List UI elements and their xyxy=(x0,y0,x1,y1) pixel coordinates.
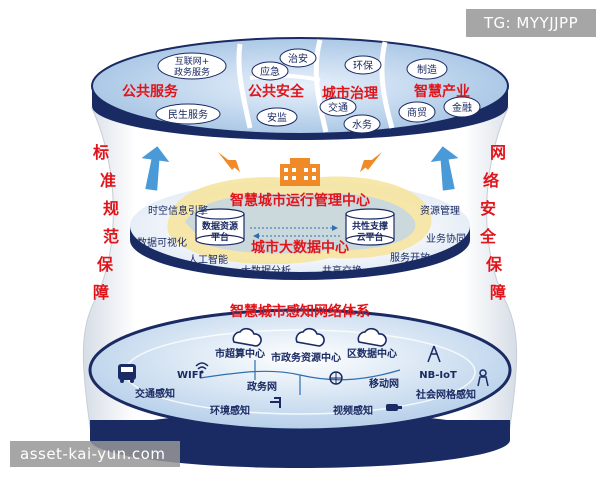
pillar-char: 络 xyxy=(483,171,499,190)
item-bubble-label: 制造 xyxy=(417,63,437,76)
pillar-char: 障 xyxy=(93,283,109,302)
network-links xyxy=(199,360,401,395)
wifi-icon xyxy=(195,362,209,374)
platform-line: 共性支撑 xyxy=(352,220,388,232)
capability-label: 大数据分析 xyxy=(241,264,291,277)
top-layer: 公共服务 公共安全 城市治理 智慧产业 互联网+ 政务服务 民生服务 治安 应急… xyxy=(91,37,509,140)
antenna-icon xyxy=(427,345,441,363)
item-bubble: 治安 xyxy=(279,48,317,68)
common-support-cloud-platform: 共性支撑 云平台 xyxy=(345,208,395,246)
item-bubble-label: 金融 xyxy=(452,101,472,114)
section-title-public-service: 公共服务 xyxy=(122,83,179,100)
cloud-icon xyxy=(357,327,387,347)
right-pillar-network-security: 网 络 安 全 保 障 xyxy=(479,143,506,302)
pillar-char: 安 xyxy=(480,199,496,218)
capability-label: 数据可视化 xyxy=(137,236,187,249)
network-label: NB-IoT xyxy=(419,370,457,381)
pillar-char: 全 xyxy=(479,227,497,246)
capability-label: 人工智能 xyxy=(188,253,228,266)
center-label: 市政务资源中心 xyxy=(271,351,341,364)
capability-label: 共享交换 xyxy=(322,264,362,277)
network-label: 政务网 xyxy=(247,380,277,393)
item-bubble-label: 商贸 xyxy=(407,106,427,119)
operation-center-title: 智慧城市运行管理中心 xyxy=(229,192,370,209)
pillar-char: 准 xyxy=(100,171,116,190)
middle-layer: 智慧城市运行管理中心 城市大数据中心 数据资源 平台 共性支撑 云平台 xyxy=(130,158,470,280)
item-bubble: 应急 xyxy=(251,61,289,81)
blue-up-arrow-icon xyxy=(141,146,459,191)
item-bubble-line: 互联网+ xyxy=(175,56,210,67)
item-bubble-label: 安监 xyxy=(267,111,287,124)
item-bubble: 互联网+ 政务服务 xyxy=(157,52,227,80)
data-resource-platform: 数据资源 平台 xyxy=(195,208,245,246)
faucet-icon xyxy=(270,397,281,408)
item-bubble: 交通 xyxy=(319,97,357,117)
building-icon xyxy=(280,158,320,186)
pillar-char: 标 xyxy=(92,143,109,162)
item-bubble: 制造 xyxy=(406,58,448,80)
section-title-public-safety: 公共安全 xyxy=(248,83,305,100)
item-bubble: 环保 xyxy=(344,55,382,75)
item-bubble: 水务 xyxy=(343,114,381,134)
item-bubble: 安监 xyxy=(256,107,298,127)
pillar-char: 规 xyxy=(103,199,119,218)
orange-arrow-icon xyxy=(218,152,382,172)
network-label: WIFI xyxy=(177,370,202,381)
pillar-char: 网 xyxy=(490,143,506,162)
item-bubble: 商贸 xyxy=(398,101,436,123)
item-bubble-label: 治安 xyxy=(288,52,308,65)
capability-label: 业务协同 xyxy=(426,232,466,245)
pillar-char: 保 xyxy=(485,255,503,274)
capability-label: 服务开放 xyxy=(390,251,430,264)
item-bubble-line: 政务服务 xyxy=(174,66,210,78)
center-label: 区数据中心 xyxy=(347,347,397,360)
capability-label: 时空信息引擎 xyxy=(148,204,208,217)
globe-icon xyxy=(329,371,343,385)
big-data-center-title: 城市大数据中心 xyxy=(251,239,349,256)
pillar-char: 保 xyxy=(96,255,114,274)
watermark-top: TG: MYYJJPP xyxy=(466,9,596,37)
item-bubble: 金融 xyxy=(443,96,481,118)
item-bubble-label: 应急 xyxy=(260,65,280,78)
item-bubble-label: 水务 xyxy=(352,118,372,131)
capability-label: 资源管理 xyxy=(420,204,460,217)
center-label: 市超算中心 xyxy=(215,347,265,360)
pillar-char: 障 xyxy=(490,283,506,302)
sensing-label: 社会网格感知 xyxy=(415,388,476,401)
flow-arrows xyxy=(250,225,340,239)
sensing-label: 视频感知 xyxy=(333,404,373,417)
watermark-bottom: asset-kai-yun.com xyxy=(10,441,180,467)
platform-line: 平台 xyxy=(211,231,229,243)
person-icon xyxy=(477,369,489,387)
section-title-smart-industry: 智慧产业 xyxy=(413,83,470,100)
item-bubble-label: 民生服务 xyxy=(168,108,208,121)
sensing-label: 交通感知 xyxy=(135,387,175,400)
bottom-layer-title: 智慧城市感知网络体系 xyxy=(229,303,370,320)
camera-icon xyxy=(386,404,402,411)
network-label: 移动网 xyxy=(369,377,399,390)
left-pillar-standard-guarantee: 标 准 规 范 保 障 xyxy=(92,143,119,302)
bottom-layer: 智慧城市感知网络体系 市超算中心 市政务资源中心 区数据中心 WIFI 政务网 xyxy=(88,303,512,468)
item-bubble-label: 交通 xyxy=(328,101,348,114)
pillar-char: 范 xyxy=(103,227,119,246)
item-bubble-label: 环保 xyxy=(353,59,373,72)
platform-line: 云平台 xyxy=(356,231,383,243)
platform-line: 数据资源 xyxy=(202,220,238,232)
sensing-label: 环境感知 xyxy=(210,404,250,417)
cloud-icon xyxy=(295,327,325,347)
bus-icon xyxy=(118,364,136,383)
cloud-icon xyxy=(232,327,262,347)
item-bubble: 民生服务 xyxy=(155,103,221,125)
